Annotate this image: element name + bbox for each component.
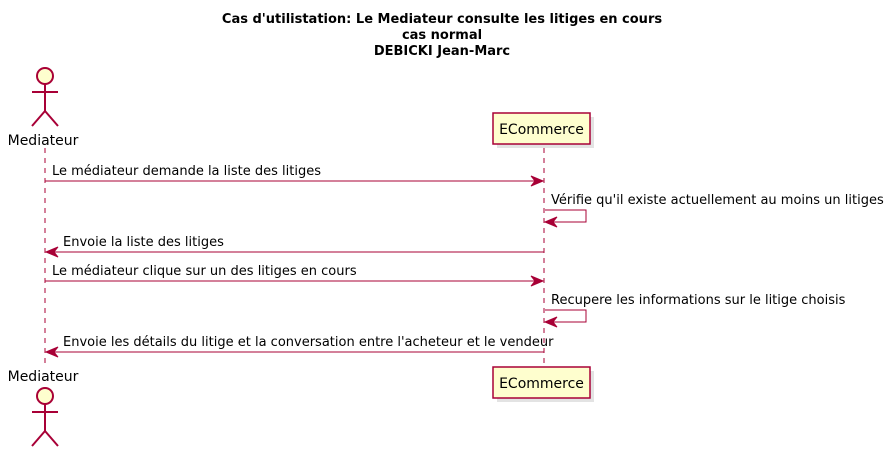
diagram-title-line-2: cas normal <box>402 28 482 43</box>
self-call-arrow-line <box>545 309 587 323</box>
message-label: Vérifie qu'il existe actuellement au moi… <box>551 193 884 208</box>
message-label: Recupere les informations sur le litige … <box>551 293 846 308</box>
message-label: Le médiateur clique sur un des litiges e… <box>52 264 357 279</box>
arrowhead-icon <box>530 275 545 287</box>
mediateur-actor-top: Mediateur <box>8 67 79 149</box>
arrowhead-icon <box>530 175 545 187</box>
ecommerce-label-bottom: ECommerce <box>499 376 584 392</box>
ecommerce-participant-top: ECommerce <box>492 112 594 148</box>
arrowhead-icon <box>44 246 59 258</box>
diagram-title-line-1: Cas d'utilistation: Le Mediateur consult… <box>222 12 662 27</box>
message-1: Le médiateur demande la liste des litige… <box>45 164 545 187</box>
arrowhead-icon <box>44 346 59 358</box>
message-label: Envoie la liste des litiges <box>63 235 224 250</box>
message-6: Envoie les détails du litige et la conve… <box>44 335 554 358</box>
mediateur-actor-bottom: Mediateur <box>8 369 79 447</box>
message-2: Vérifie qu'il existe actuellement au moi… <box>543 193 884 228</box>
ecommerce-label-top: ECommerce <box>499 122 584 138</box>
mediateur-label-top: Mediateur <box>8 133 79 149</box>
message-3: Envoie la liste des litiges <box>44 235 544 258</box>
actor-icon <box>31 67 59 127</box>
ecommerce-participant-bottom: ECommerce <box>492 366 594 402</box>
arrowhead-icon <box>543 216 558 228</box>
message-5: Recupere les informations sur le litige … <box>543 293 846 328</box>
actor-icon <box>31 387 59 447</box>
arrowhead-icon <box>543 316 558 328</box>
self-call-arrow-line <box>545 209 587 223</box>
message-label: Le médiateur demande la liste des litige… <box>52 164 321 179</box>
message-4: Le médiateur clique sur un des litiges e… <box>45 264 545 287</box>
mediateur-label-bottom: Mediateur <box>8 369 79 385</box>
message-label: Envoie les détails du litige et la conve… <box>63 335 554 350</box>
diagram-title-line-3: DEBICKI Jean-Marc <box>374 44 510 59</box>
